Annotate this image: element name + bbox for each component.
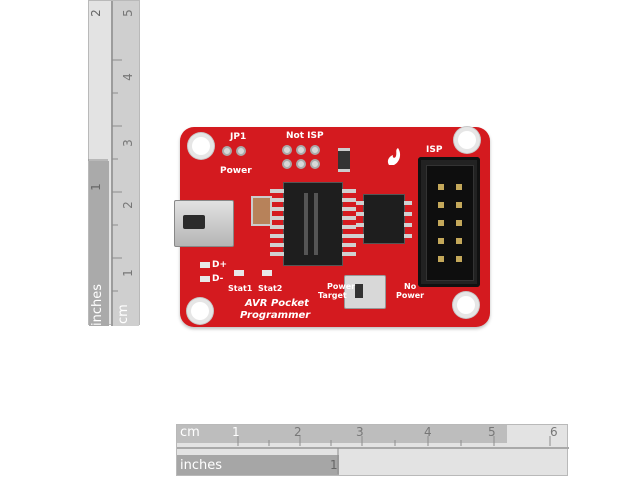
not-isp-pad-5 bbox=[296, 159, 306, 169]
board-title-line-2: Programmer bbox=[240, 310, 311, 321]
secondary-ic bbox=[364, 195, 404, 243]
not-isp-label: Not ISP bbox=[286, 131, 324, 141]
d-minus-label: D- bbox=[212, 274, 224, 284]
bottom-ruler-cm-tick-6: 6 bbox=[550, 425, 558, 439]
no-power-label-2: Power bbox=[396, 291, 425, 300]
bottom-ruler-cm-tick-1: 1 bbox=[232, 425, 240, 439]
mount-hole-top-left bbox=[192, 137, 210, 155]
no-power-label-1: No bbox=[404, 282, 417, 291]
left-ruler bbox=[88, 0, 140, 326]
crystal bbox=[251, 196, 272, 226]
bottom-ruler-cm-tick-3: 3 bbox=[356, 425, 364, 439]
stat1-label: Stat1 bbox=[228, 284, 253, 293]
jp1-pad-1 bbox=[222, 146, 232, 156]
main-ic bbox=[284, 183, 342, 265]
bottom-ruler-cm-strip bbox=[177, 425, 507, 443]
usb-connector bbox=[174, 200, 234, 247]
not-isp-pad-1 bbox=[282, 145, 292, 155]
led-d-minus bbox=[200, 276, 210, 282]
power-label: Power bbox=[220, 166, 252, 176]
power-target-label-1: Power bbox=[327, 282, 356, 291]
left-ruler-divider bbox=[111, 1, 113, 326]
left-ruler-inch-strip bbox=[89, 161, 109, 326]
bottom-ruler-cm-tick-5: 5 bbox=[488, 425, 496, 439]
bottom-ruler-inch-strip bbox=[177, 455, 339, 475]
isp-pins bbox=[438, 184, 462, 262]
bottom-ruler-cm-tick-2: 2 bbox=[294, 425, 302, 439]
bottom-ruler-cm-label: cm bbox=[180, 425, 200, 440]
bottom-ruler-inch-tick-1: 1 bbox=[330, 458, 338, 472]
left-ruler-ticks bbox=[88, 59, 122, 292]
main-ic-pins bbox=[270, 189, 356, 256]
led-d-plus bbox=[200, 262, 210, 268]
bottom-ruler-divider bbox=[177, 447, 569, 449]
mount-hole-bottom-left bbox=[191, 302, 209, 320]
led-stat2 bbox=[262, 270, 272, 276]
left-ruler-cm-strip bbox=[113, 1, 139, 326]
not-isp-pad-2 bbox=[296, 145, 306, 155]
board-title-line-1: AVR Pocket bbox=[245, 298, 309, 309]
bottom-ruler-ticks bbox=[237, 436, 551, 474]
sparkfun-flame-logo bbox=[387, 148, 401, 165]
not-isp-pad-4 bbox=[282, 159, 292, 169]
led-stat1 bbox=[234, 270, 244, 276]
stat2-label: Stat2 bbox=[258, 284, 283, 293]
bottom-ruler-inches-label: inches bbox=[180, 458, 223, 473]
not-isp-pad-6 bbox=[310, 159, 320, 169]
smd-capacitor-top bbox=[338, 148, 350, 172]
isp-label: ISP bbox=[426, 145, 443, 155]
bottom-ruler bbox=[176, 424, 569, 476]
power-select-switch bbox=[344, 275, 386, 309]
jp1-label: JP1 bbox=[230, 132, 247, 142]
not-isp-pad-3 bbox=[310, 145, 320, 155]
isp-header bbox=[418, 157, 480, 287]
mount-hole-top-right bbox=[458, 131, 476, 149]
secondary-ic-pins bbox=[356, 201, 412, 238]
power-target-label-2: Target bbox=[318, 291, 347, 300]
mount-hole-bottom-right bbox=[457, 296, 475, 314]
jp1-pad-2 bbox=[236, 146, 246, 156]
d-plus-label: D+ bbox=[212, 260, 228, 270]
main-ic-markings bbox=[304, 193, 318, 255]
bottom-ruler-cm-tick-4: 4 bbox=[424, 425, 432, 439]
